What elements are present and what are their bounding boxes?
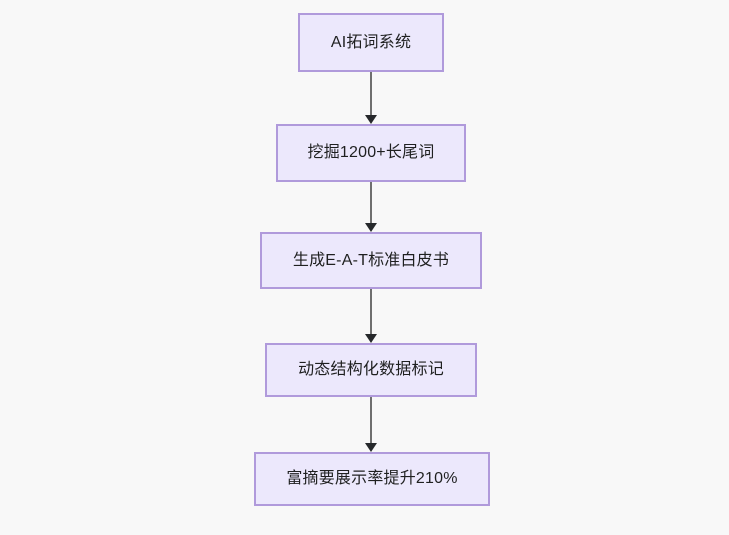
flow-arrow-2-to-3 xyxy=(364,182,378,232)
arrow-head-icon xyxy=(365,223,377,232)
arrow-head-icon xyxy=(365,334,377,343)
arrow-line xyxy=(370,289,372,335)
flow-node-label: 富摘要展示率提升210% xyxy=(286,470,458,488)
flow-arrow-3-to-4 xyxy=(364,289,378,343)
arrow-line xyxy=(370,72,372,116)
arrow-head-icon xyxy=(365,443,377,452)
flow-node-generate-eat-whitepaper[interactable]: 生成E-A-T标准白皮书 xyxy=(260,232,482,289)
arrow-line xyxy=(370,397,372,444)
arrow-head-icon xyxy=(365,115,377,124)
flow-node-ai-keyword-system[interactable]: AI拓词系统 xyxy=(298,13,444,72)
flow-node-label: AI拓词系统 xyxy=(330,33,412,51)
flow-node-label: 动态结构化数据标记 xyxy=(298,361,444,379)
flow-node-label: 挖掘1200+长尾词 xyxy=(307,144,435,162)
flow-arrow-4-to-5 xyxy=(364,397,378,452)
flow-arrow-1-to-2 xyxy=(364,72,378,124)
flow-node-mine-longtail-keywords[interactable]: 挖掘1200+长尾词 xyxy=(276,124,466,182)
flow-node-rich-snippet-rate-increase[interactable]: 富摘要展示率提升210% xyxy=(254,452,490,506)
arrow-line xyxy=(370,182,372,224)
flow-node-dynamic-structured-data-markup[interactable]: 动态结构化数据标记 xyxy=(265,343,477,397)
flow-node-label: 生成E-A-T标准白皮书 xyxy=(292,251,450,269)
